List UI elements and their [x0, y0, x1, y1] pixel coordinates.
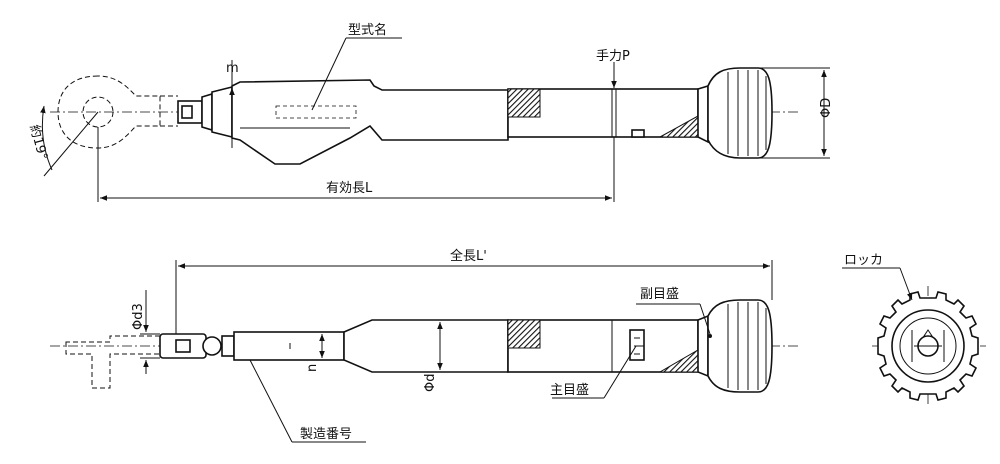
- label-effective-length: 有効長L: [326, 181, 373, 196]
- hand-force: 手力P: [596, 49, 630, 202]
- label-main-scale: 主目盛: [550, 383, 589, 398]
- label-hand-force: 手力P: [596, 49, 630, 64]
- dim-phi-d3: Φd3: [131, 290, 160, 374]
- label-phi-d3: Φd3: [131, 303, 146, 330]
- label-angle: 約19°: [26, 123, 50, 162]
- leader-main-scale: 主目盛: [550, 345, 637, 399]
- label-model-name: 型式名: [348, 22, 387, 38]
- leader-model-name: 型式名: [311, 22, 402, 111]
- side-knurl-top: [507, 319, 541, 349]
- label-n: n: [305, 364, 320, 372]
- bottom-view: 全長L' Φd3 n Φd 副目盛 主目: [50, 248, 800, 443]
- top-knob: [707, 67, 773, 159]
- dim-angle: 約19°: [26, 105, 99, 177]
- dim-n: n: [305, 334, 325, 372]
- label-lock: ロッカ: [844, 253, 883, 268]
- grip-knurl-top: [507, 88, 541, 118]
- label-phi-d: Φd: [423, 374, 438, 392]
- dim-m: m: [226, 60, 239, 148]
- bottom-head: [159, 333, 235, 359]
- dim-phi-D: ΦD: [760, 67, 834, 159]
- end-view: ロッカ: [842, 253, 986, 406]
- dim-effective-length: 有効長L: [97, 127, 612, 202]
- label-m: m: [226, 61, 239, 76]
- label-overall-length: 全長L': [450, 248, 487, 264]
- dim-overall-length: 全長L': [175, 248, 773, 334]
- top-head: [177, 85, 233, 139]
- leader-sub-scale: 副目盛: [636, 287, 711, 335]
- label-serial-number: 製造番号: [300, 427, 352, 442]
- top-view: m ΦD 約19° 型式名 手力P: [26, 22, 834, 202]
- main-scale-window: [629, 329, 645, 361]
- bottom-body: [233, 314, 709, 378]
- label-phi-D: ΦD: [819, 98, 834, 118]
- ghost-spanner-side: [65, 335, 161, 389]
- dim-phi-d: Φd: [423, 322, 443, 392]
- leader-serial-number: 製造番号: [249, 359, 366, 443]
- top-body: [231, 79, 709, 165]
- name-plate: [275, 105, 357, 119]
- bottom-knob: [707, 299, 773, 393]
- label-sub-scale: 副目盛: [640, 287, 679, 302]
